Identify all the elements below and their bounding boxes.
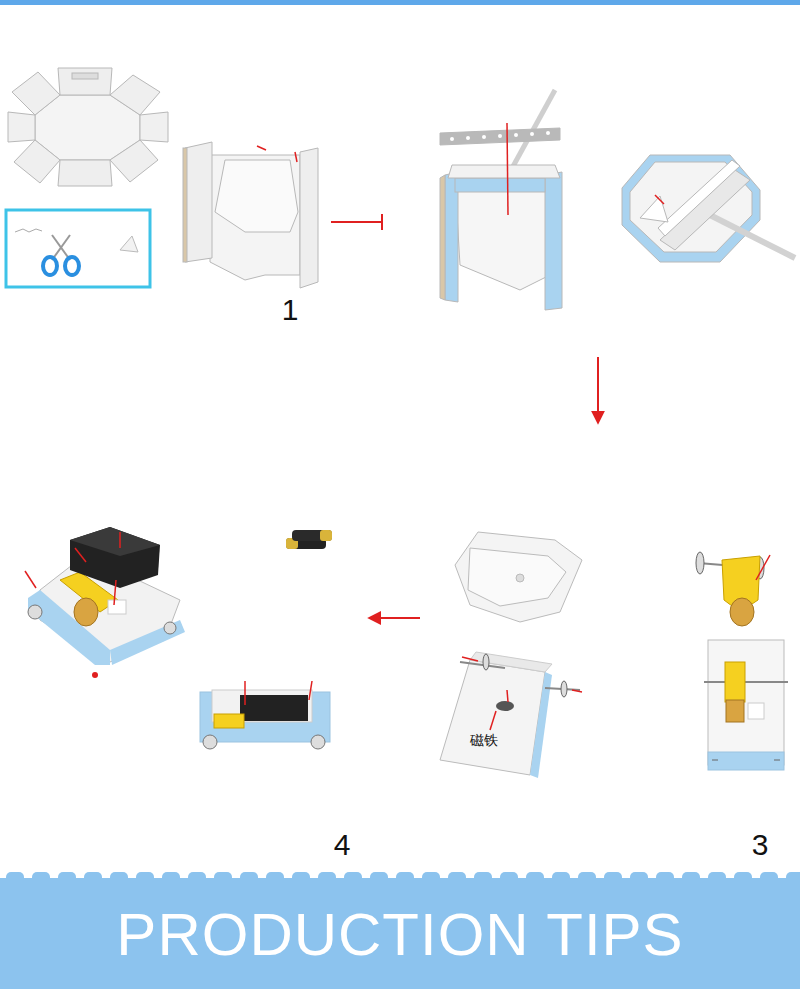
step-arrow <box>370 617 420 619</box>
batteries <box>286 530 332 549</box>
car-side <box>200 681 330 749</box>
box-with-strip <box>440 90 562 310</box>
folded-box <box>183 142 318 288</box>
motor-axle <box>696 552 770 626</box>
band-title: PRODUCTION TIPS <box>116 900 683 969</box>
top-bar <box>0 0 800 5</box>
step-number: 4 <box>334 828 351 862</box>
octagon-box <box>622 155 795 262</box>
title-band: PRODUCTION TIPS <box>0 880 800 989</box>
band-tabs <box>0 878 800 989</box>
tools-box <box>6 210 150 287</box>
tray <box>440 652 582 778</box>
step-number: 1 <box>282 293 299 327</box>
step-arrow <box>381 214 383 230</box>
step-arrow <box>331 221 382 223</box>
part-label: 磁铁 <box>470 732 498 750</box>
tray-top-view <box>704 640 788 770</box>
step-arrow <box>597 357 599 422</box>
car-assembly <box>25 527 185 678</box>
step-number: 3 <box>752 828 769 862</box>
cardboard-net <box>8 68 168 186</box>
flat-net <box>455 532 582 622</box>
